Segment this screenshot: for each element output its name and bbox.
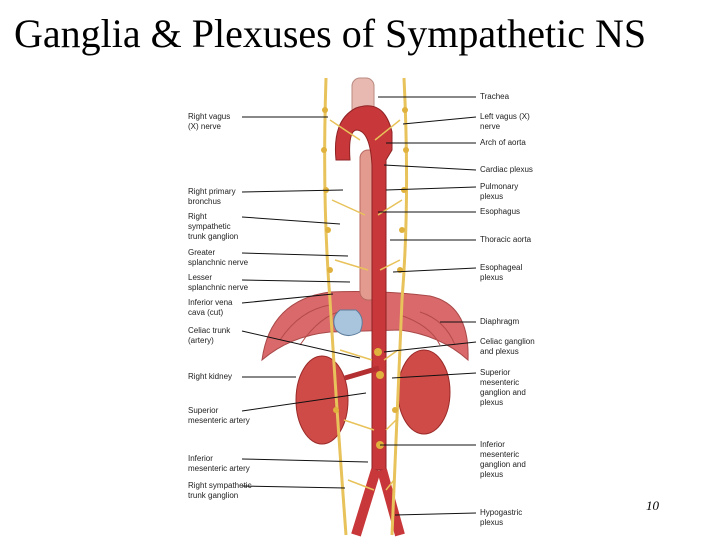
- label-superior-mesenteric-ganglion-and-plexus: Superior mesenteric ganglion and plexus: [480, 368, 526, 407]
- leader-lines: [241, 96, 477, 516]
- iliac-arteries: [351, 468, 405, 537]
- superior-mesenteric-artery: [344, 365, 380, 381]
- diaphragm-striations: [279, 304, 456, 346]
- label-pulmonary-plexus: Pulmonary plexus: [480, 182, 519, 201]
- right-kidney-shape: [295, 355, 349, 445]
- label-celiac-trunk: Celiac trunk (artery): [188, 326, 231, 345]
- inferior-vena-cava: [333, 309, 363, 336]
- label-diaphragm: Diaphragm: [480, 317, 520, 326]
- label-esophageal-plexus: Esophageal plexus: [480, 263, 523, 282]
- left-kidney-shape: [397, 349, 451, 435]
- label-inferior-vena-cava: Inferior vena cava (cut): [188, 298, 233, 317]
- diaphragm: [261, 291, 469, 362]
- label-esophagus: Esophagus: [480, 207, 521, 216]
- label-lesser-splanchnic-nerve: Lesser splanchnic nerve: [188, 273, 249, 292]
- label-left-vagus-nerve: Left vagus (X) nerve: [480, 112, 530, 131]
- label-right-sympathetic-trunk-ganglion-lower: Right sympathetic trunk ganglion: [188, 481, 252, 500]
- label-greater-splanchnic-nerve: Greater splanchnic nerve: [188, 248, 249, 267]
- label-right-vagus-nerve: Right vagus (X) nerve: [188, 112, 231, 131]
- label-right-sympathetic-trunk-ganglion: Right sympathetic trunk ganglion: [188, 212, 239, 241]
- label-celiac-ganglion-and-plexus: Celiac ganglion and plexus: [480, 337, 535, 356]
- label-hypogastric-plexus: Hypogastric plexus: [480, 508, 523, 527]
- right-sympathetic-trunk: [323, 77, 348, 536]
- label-superior-mesenteric-artery: Superior mesenteric artery: [188, 406, 250, 425]
- slide-number: 10: [646, 498, 659, 513]
- label-cardiac-plexus: Cardiac plexus: [480, 165, 533, 174]
- label-right-primary-bronchus: Right primary bronchus: [188, 187, 236, 206]
- label-trachea: Trachea: [480, 92, 510, 101]
- label-right-kidney: Right kidney: [188, 372, 233, 381]
- label-inferior-mesenteric-artery: Inferior mesenteric artery: [188, 454, 250, 473]
- left-sympathetic-trunk: [390, 77, 409, 536]
- plexus-fibers: [329, 119, 403, 491]
- label-inferior-mesenteric-ganglion-and-plexus: Inferior mesenteric ganglion and plexus: [480, 440, 526, 479]
- slide-title: Ganglia & Plexuses of Sympathetic NS: [14, 11, 647, 56]
- label-thoracic-aorta: Thoracic aorta: [480, 235, 532, 244]
- label-arch-of-aorta: Arch of aorta: [480, 138, 526, 147]
